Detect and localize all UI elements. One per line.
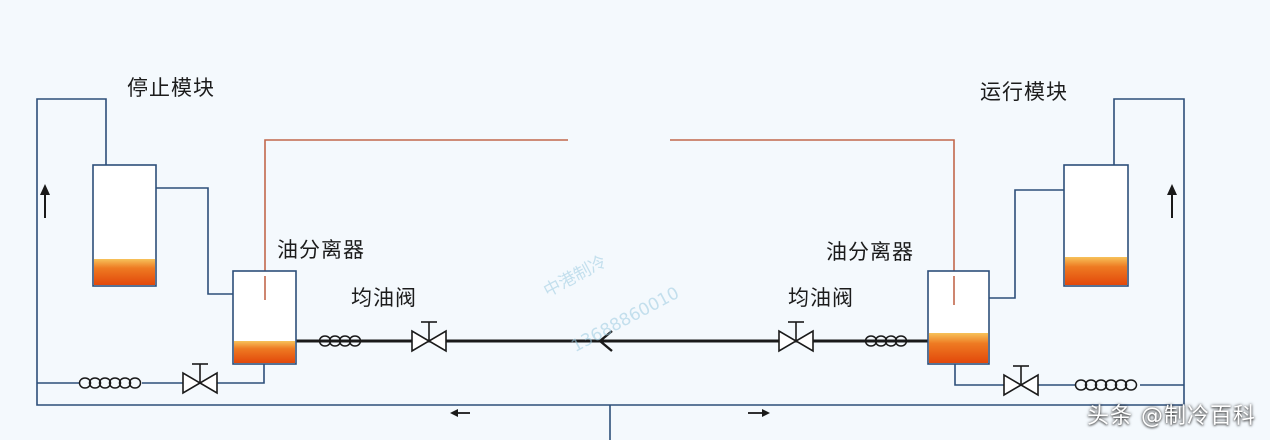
right-compressor-vessel (1063, 164, 1129, 287)
right-balance-coil-icon (864, 335, 908, 347)
up-arrow-right-icon (1167, 184, 1177, 218)
right-arrow-icon (748, 409, 770, 417)
left-balance-valve-label: 均油阀 (351, 286, 417, 310)
run-module-label: 运行模块 (980, 80, 1068, 104)
right-oil-separator (927, 270, 990, 365)
right-balance-valve-label: 均油阀 (788, 286, 854, 310)
right-oil-separator-label: 油分离器 (826, 240, 914, 264)
discharge-lines (264, 139, 955, 305)
left-oil-separator (232, 270, 297, 365)
left-separator-oil (234, 341, 295, 363)
flow-direction-icon (598, 330, 613, 352)
up-arrow-left-icon (40, 184, 50, 218)
right-return-valve-icon (1003, 365, 1039, 397)
right-return-coil-icon (1074, 379, 1138, 391)
left-return-valve-icon (182, 363, 218, 395)
right-separator-oil (929, 333, 988, 363)
left-balance-coil-icon (318, 335, 362, 347)
coil-symbols (78, 335, 1138, 391)
brand-watermark: 头条 @制冷百科 (1087, 404, 1256, 429)
right-balance-valve-icon (778, 321, 814, 353)
left-return-coil-icon (78, 377, 142, 389)
left-oil-separator-label: 油分离器 (277, 238, 365, 262)
left-vessel-oil (94, 259, 155, 285)
stop-module-label: 停止模块 (127, 76, 215, 100)
left-balance-valve-icon (411, 321, 447, 353)
right-vessel-oil (1065, 257, 1127, 285)
left-arrow-icon (450, 409, 470, 417)
left-compressor-vessel (92, 164, 157, 287)
